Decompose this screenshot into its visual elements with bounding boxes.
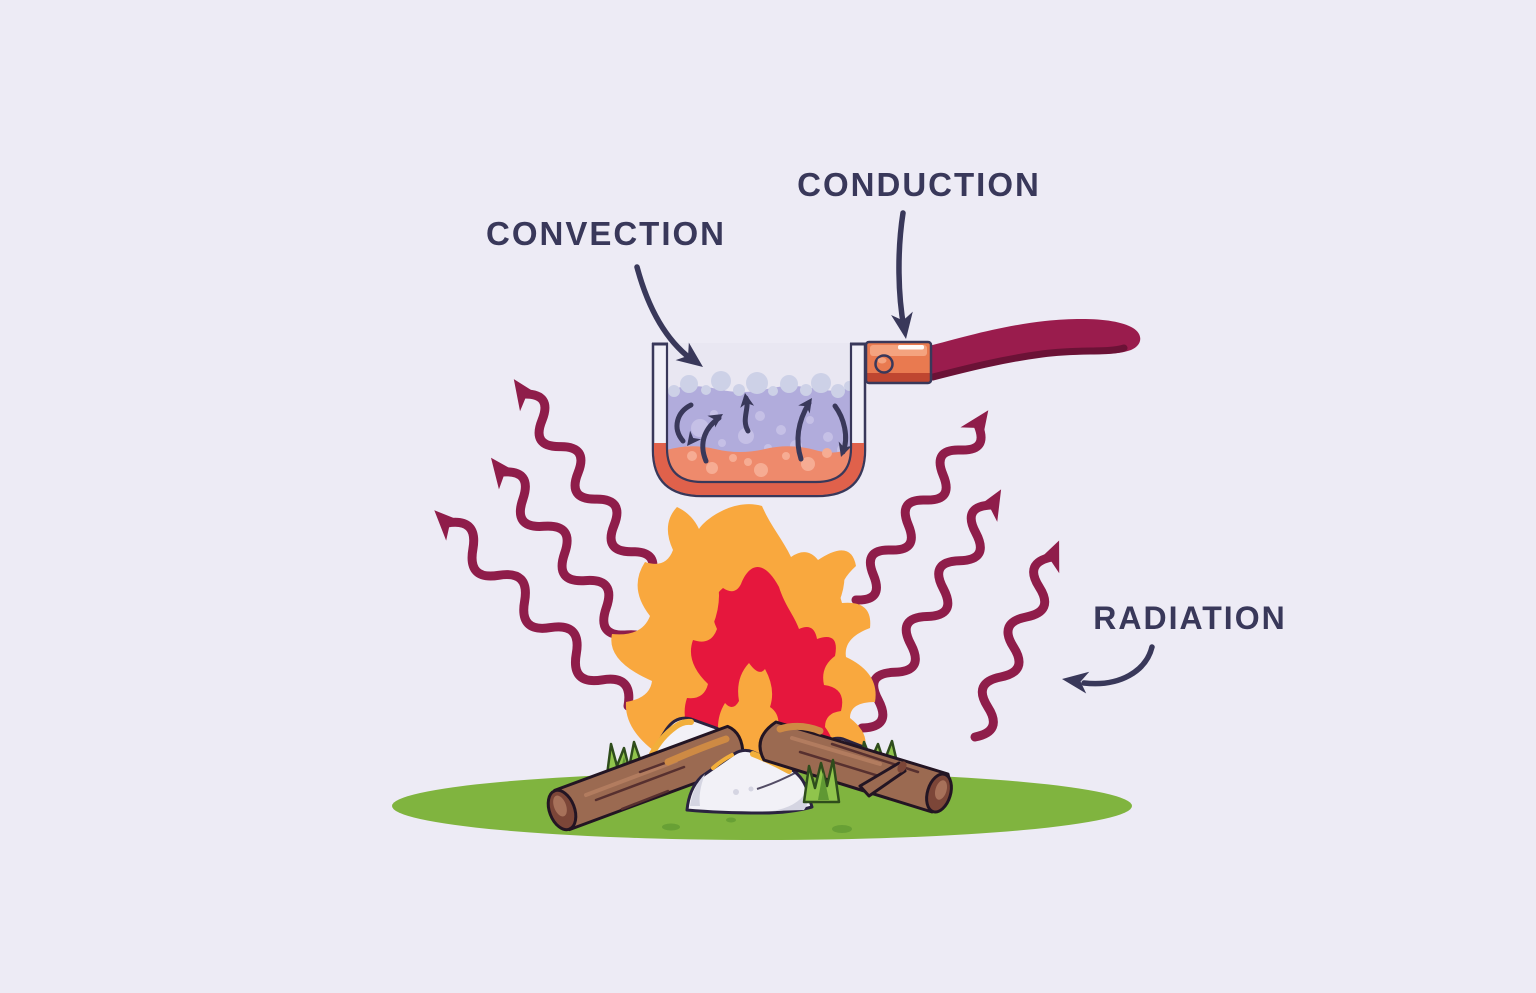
- bubble: [680, 375, 698, 393]
- bubble: [755, 411, 765, 421]
- ground-spot: [662, 823, 680, 831]
- handle-shade: [929, 344, 1128, 381]
- log-right: [758, 720, 953, 814]
- stone-dot: [733, 789, 739, 795]
- ground-spot: [726, 817, 736, 823]
- pot-contents: [667, 371, 851, 482]
- bracket-shadow: [866, 373, 931, 383]
- bubble: [729, 454, 737, 462]
- radiation-wave: [851, 420, 986, 605]
- hot-bubbles: [687, 448, 832, 477]
- radiation-wave: [519, 389, 658, 583]
- bubble: [844, 381, 851, 391]
- saucepan: [651, 319, 1141, 498]
- log-end-ring: [553, 795, 567, 817]
- radiation-arrowhead: [513, 379, 542, 412]
- convection-current-arrow: [674, 402, 694, 444]
- convection-arrowhead: [798, 398, 812, 414]
- bubble: [687, 451, 697, 461]
- flame-spark: [734, 506, 744, 547]
- bubble: [718, 439, 726, 447]
- radiation-arrowhead: [1035, 540, 1060, 574]
- bubble: [711, 371, 731, 391]
- convection-arrows: [674, 393, 852, 464]
- bubble: [768, 386, 778, 396]
- label-convection: CONVECTION: [486, 215, 726, 252]
- flame-spark: [833, 551, 845, 602]
- radiation-pointer-arrow: [1081, 644, 1155, 687]
- bubble: [780, 375, 798, 393]
- bubble: [811, 373, 831, 393]
- labels: CONVECTION CONDUCTION RADIATION: [486, 166, 1286, 636]
- radiation-arrowhead: [974, 489, 1002, 522]
- label-radiation: RADIATION: [1093, 600, 1286, 636]
- label-conduction: CONDUCTION: [797, 166, 1041, 203]
- radiation-arrowhead: [434, 510, 465, 541]
- bubble: [746, 372, 768, 394]
- flame-spark: [707, 566, 719, 625]
- bubble: [733, 384, 745, 396]
- branch-cut: [897, 761, 907, 773]
- handle-bracket: [864, 340, 933, 385]
- convection-arrowhead: [687, 430, 702, 446]
- radiation-arrowhead: [491, 457, 520, 490]
- convection-pointer-arrow-head: [675, 342, 703, 367]
- radiation-pointer-arrow-head: [1062, 671, 1090, 694]
- pot-handle: [929, 319, 1141, 381]
- bubble: [800, 384, 812, 396]
- convection-arrowhead: [838, 441, 852, 457]
- stone-crack: [756, 770, 800, 790]
- radiation-wave: [442, 517, 634, 711]
- bubble: [754, 463, 768, 477]
- bubble: [822, 448, 832, 458]
- bubble: [706, 462, 718, 474]
- bubble: [831, 384, 845, 398]
- bubble: [701, 385, 711, 395]
- ground-spot: [832, 825, 852, 833]
- convection-arrowhead: [707, 414, 723, 428]
- conduction-pointer-arrow: [896, 210, 907, 331]
- conduction-pointer-arrow-head: [891, 311, 913, 339]
- convection-arrowhead: [740, 393, 755, 408]
- bracket-gloss: [898, 345, 924, 350]
- surface-bubbles: [668, 371, 851, 398]
- radiation-wave: [970, 552, 1057, 742]
- bubble: [744, 458, 752, 466]
- bubble: [776, 425, 786, 435]
- bubble: [668, 385, 680, 397]
- stone-dot: [748, 786, 754, 792]
- grass-tuft-center: [802, 758, 841, 804]
- branch-stub: [858, 761, 907, 798]
- rivet-gloss: [877, 357, 887, 364]
- log-end-ring: [934, 780, 948, 800]
- fire: [611, 504, 876, 756]
- radiation-wave: [857, 500, 997, 733]
- radiation-arrowhead: [960, 410, 989, 443]
- bubble: [801, 457, 815, 471]
- radiation-arrows-right: [851, 410, 1060, 742]
- bubble: [782, 452, 790, 460]
- pot-inner-outline: [665, 343, 853, 484]
- bracket-outline: [864, 340, 933, 385]
- label-pointer-arrows: [634, 210, 1155, 694]
- convection-pointer-arrow: [634, 264, 694, 362]
- bubble: [806, 416, 814, 424]
- campfire: [546, 504, 953, 832]
- bubble: [823, 432, 833, 442]
